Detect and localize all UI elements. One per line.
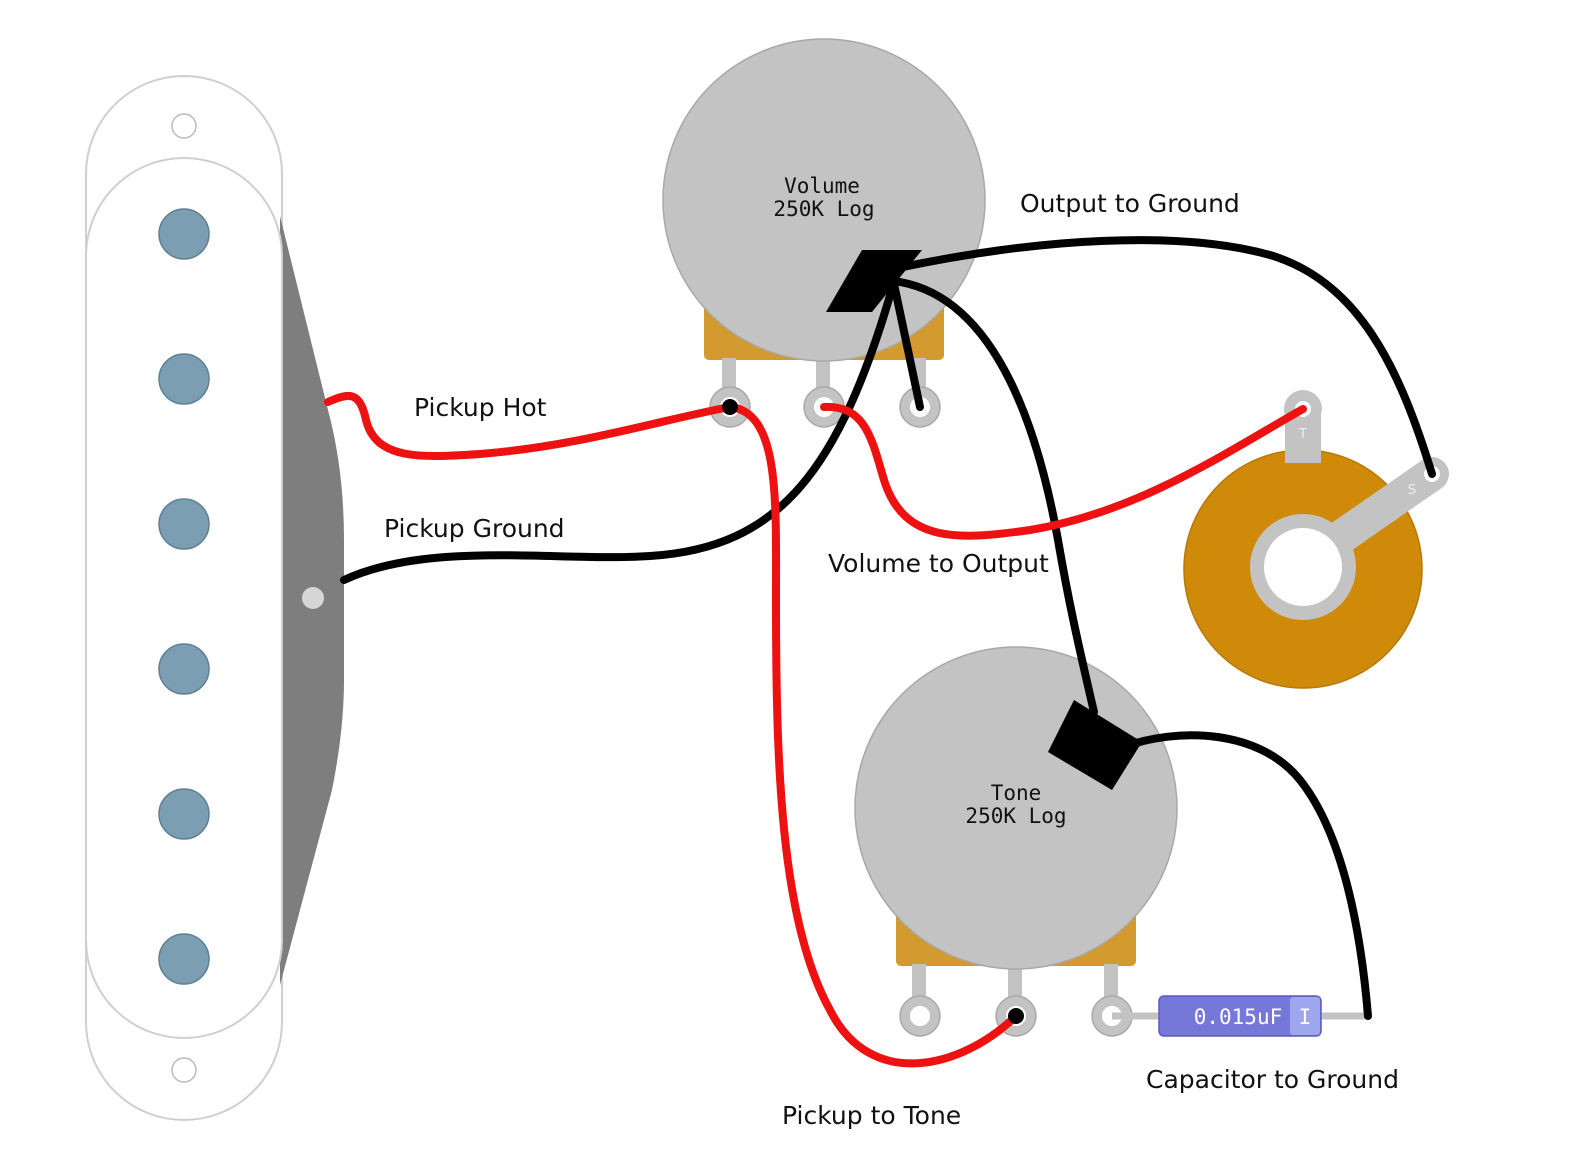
capacitor-to-ground-label: Capacitor to Ground (1146, 1065, 1399, 1094)
tone-pot: Tone 250K Log (854, 646, 1178, 1037)
pole-piece-5 (158, 788, 210, 840)
capacitor-band (1290, 997, 1320, 1035)
volume-to-output-wire (820, 402, 1307, 540)
pickup-hot-label: Pickup Hot (414, 393, 547, 422)
volume-pot-value: 250K Log (773, 197, 874, 221)
capacitor-icon: 0.015uF I (1112, 995, 1368, 1037)
mounting-hole-top (171, 113, 197, 139)
tone-lug2-solder (1008, 1008, 1024, 1024)
pickup-ground-label: Pickup Ground (384, 514, 565, 543)
capacitor-body (1158, 995, 1322, 1037)
output-to-ground-label: Output to Ground (1020, 189, 1240, 218)
single-coil-pickup-icon (85, 75, 344, 1121)
capacitor-to-ground-wire (1116, 731, 1372, 1020)
output-to-ground-wire (894, 236, 1436, 478)
jack-sleeve-label: S (1408, 483, 1416, 498)
tone-lug-1-hole (910, 1006, 930, 1026)
pot-to-pot-ground-wire (896, 278, 1098, 716)
tone-lug-stem-2 (1008, 964, 1022, 998)
jack-center-hole (1264, 528, 1342, 606)
wires (324, 236, 1436, 1068)
output-jack-icon: T S (1183, 390, 1449, 689)
tone-pot-name: Tone (991, 781, 1042, 805)
pole-piece-6 (158, 933, 210, 985)
volume-lug1-solder (722, 399, 738, 415)
volume-to-output-label: Volume to Output (828, 549, 1049, 578)
pickup-to-tone-wire (726, 403, 1020, 1068)
volume-lug-stem-1 (722, 358, 736, 392)
tone-pot-value: 250K Log (965, 804, 1066, 828)
pole-piece-4 (158, 643, 210, 695)
pole-piece-1 (158, 208, 210, 260)
pole-piece-3 (158, 498, 210, 550)
pickup-ground-wire (340, 278, 898, 584)
volume-lug-stem-2 (816, 358, 830, 392)
pickup-eyelet (302, 587, 324, 609)
capacitor-value: 0.015uF (1194, 1005, 1283, 1029)
volume-pot: Volume 250K Log (662, 38, 986, 428)
capacitor-mark: I (1299, 1005, 1312, 1029)
pickup-hot-wire (324, 391, 734, 460)
tone-solder-blob (1048, 700, 1142, 790)
tone-lug-stem-3 (1104, 964, 1118, 998)
tone-lug-stem-1 (912, 964, 926, 998)
jack-tip-label: T (1298, 427, 1307, 442)
pole-piece-2 (158, 353, 210, 405)
pickup-inner (85, 157, 283, 1039)
mounting-hole-bottom (171, 1057, 197, 1083)
volume-lug3-ground-wire (890, 280, 924, 411)
volume-pot-name: Volume (784, 174, 860, 198)
pickup-to-tone-label: Pickup to Tone (782, 1101, 961, 1130)
pole-pieces (158, 208, 210, 985)
